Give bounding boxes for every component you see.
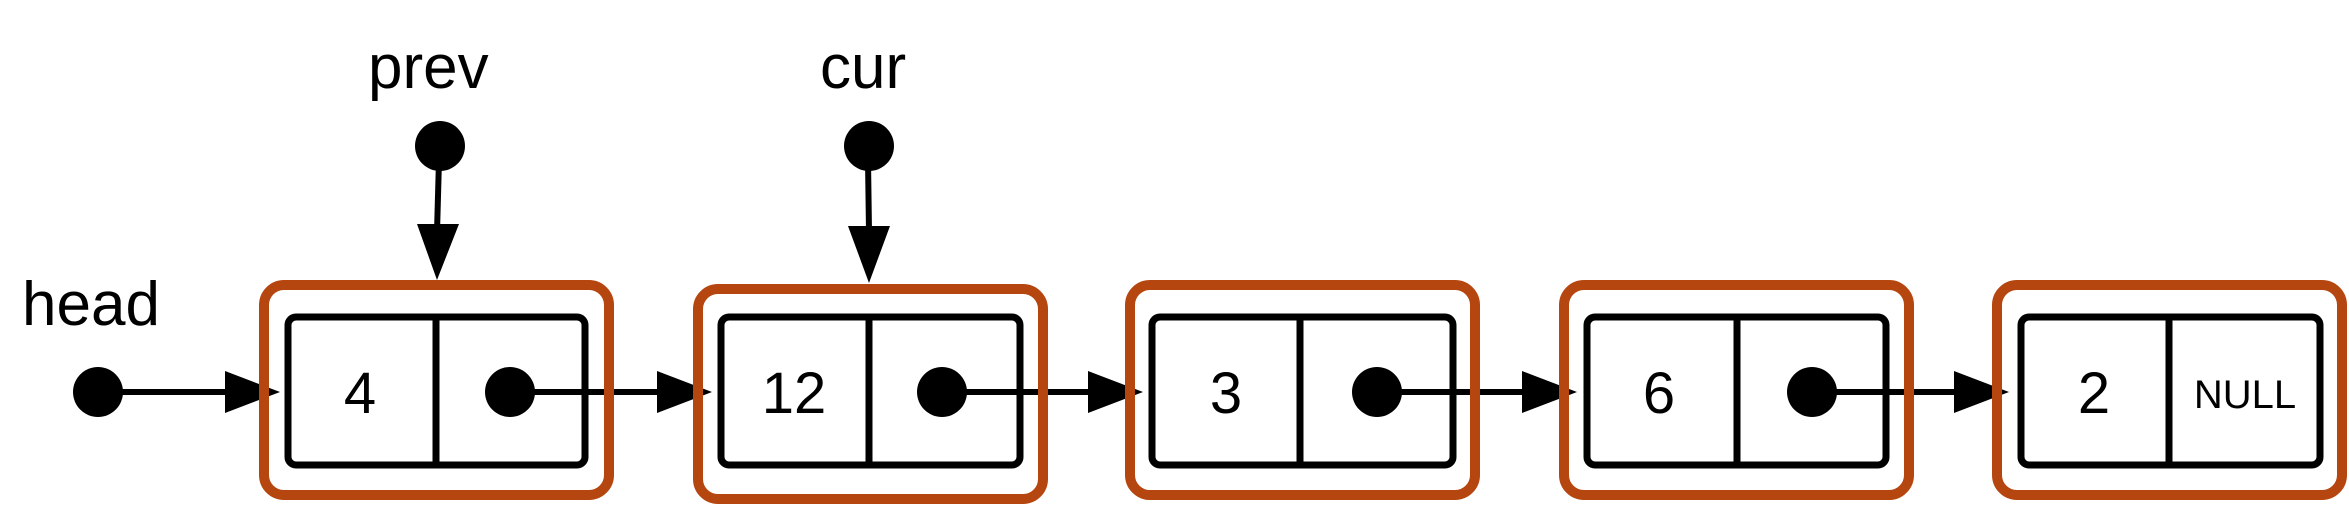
list-node: 3 xyxy=(1125,280,1480,500)
head-pointer-dot xyxy=(73,367,123,417)
prev-arrow xyxy=(417,159,459,280)
node-outline xyxy=(1125,280,1480,500)
node-value: 3 xyxy=(1210,361,1242,426)
node-next: NULL xyxy=(2194,373,2296,417)
list-node: 6 xyxy=(1559,280,1914,500)
node-outline xyxy=(1559,280,1914,500)
head-label: head xyxy=(22,270,160,339)
link-node-2-to-node-3 xyxy=(953,371,1143,413)
prev-label: prev xyxy=(368,33,489,102)
link-node-4-to-node-5 xyxy=(1820,371,2009,413)
link-head-to-node-1 xyxy=(110,371,280,413)
list-node: 12 xyxy=(693,284,1048,504)
node-value: 4 xyxy=(344,361,376,426)
node-next-dot xyxy=(1352,367,1402,417)
node-outline xyxy=(693,284,1048,504)
list-node: 2 NULL xyxy=(1992,280,2347,500)
list-node: 4 xyxy=(259,280,614,500)
node-value: 2 xyxy=(2078,361,2110,426)
cur-arrow xyxy=(848,159,890,283)
link-node-3-to-node-4 xyxy=(1385,371,1577,413)
node-value: 12 xyxy=(762,361,827,426)
cur-pointer-dot xyxy=(844,121,894,171)
node-outline xyxy=(259,280,614,500)
node-outline xyxy=(1992,280,2347,500)
link-node-1-to-node-2 xyxy=(522,371,712,413)
prev-pointer-dot xyxy=(415,121,465,171)
node-next-dot xyxy=(917,367,967,417)
node-value: 6 xyxy=(1643,361,1675,426)
cur-label: cur xyxy=(820,33,906,102)
node-next-dot xyxy=(1787,367,1837,417)
node-next-dot xyxy=(485,367,535,417)
